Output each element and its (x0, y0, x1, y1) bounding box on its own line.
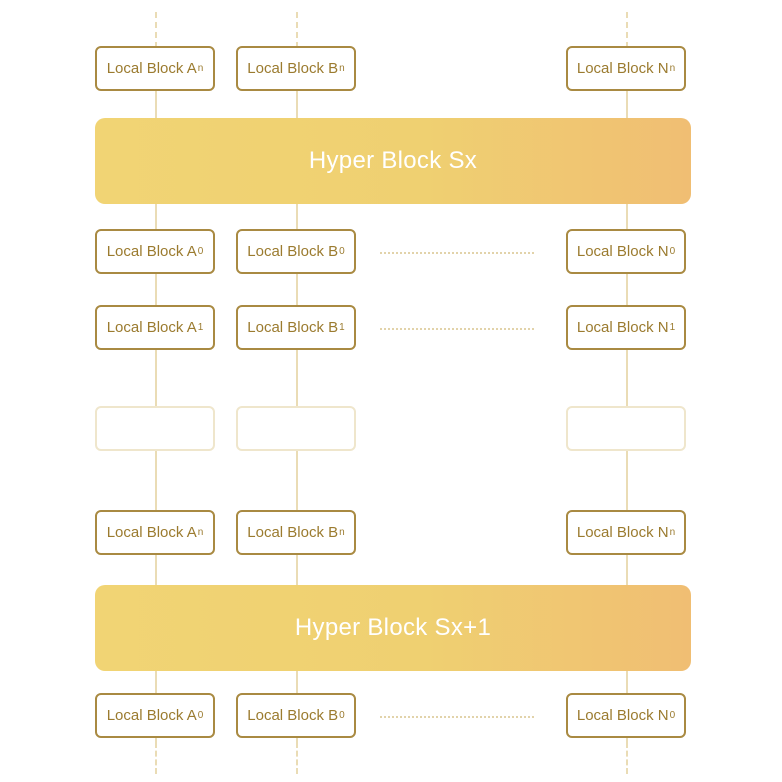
column-n-bottom-dashed-line (626, 742, 628, 774)
placeholder-block-a (95, 406, 215, 451)
block-label: Local Block N (576, 60, 669, 77)
block-label: Local Block A (106, 60, 197, 77)
block-label: Local Block B (247, 319, 339, 336)
block-label: Local Block A (106, 707, 197, 724)
block-subscript: 0 (669, 710, 676, 721)
block-subscript: n (669, 527, 676, 538)
placeholder-block-b (236, 406, 356, 451)
block-subscript: 0 (197, 246, 204, 257)
column-a-top-dashed-line (155, 12, 157, 48)
hyper-block-sx-plus-1-label: Hyper Block Sx+1 (294, 614, 492, 641)
hyper-block-sx: Hyper Block Sx (95, 118, 691, 204)
block-label: Local Block N (576, 524, 669, 541)
block-subscript: 1 (197, 322, 204, 333)
block-subscript: 0 (197, 710, 204, 721)
block-subscript: n (669, 63, 676, 74)
block-label: Local Block A (106, 319, 197, 336)
column-n-top-dashed-line (626, 12, 628, 48)
block-label: Local Block A (106, 524, 197, 541)
column-a-bottom-dashed-line (155, 742, 157, 774)
block-label: Local Block B (247, 60, 339, 77)
column-b-bottom-dashed-line (296, 742, 298, 774)
block-label: Local Block N (576, 707, 669, 724)
block-subscript: n (339, 63, 345, 74)
block-subscript: n (339, 527, 345, 538)
row-0-ellipsis-line (380, 252, 534, 254)
hyper-block-sx-label: Hyper Block Sx (308, 147, 478, 174)
column-n-line (626, 48, 628, 742)
block-subscript: 0 (339, 246, 345, 257)
placeholder-block-n (566, 406, 686, 451)
row-1-ellipsis-line (380, 328, 534, 330)
block-subscript: 1 (669, 322, 676, 333)
block-subscript: 1 (339, 322, 345, 333)
block-subscript: n (197, 527, 204, 538)
column-b-top-dashed-line (296, 12, 298, 48)
block-label: Local Block B (247, 707, 339, 724)
block-subscript: 0 (339, 710, 345, 721)
block-label: Local Block N (576, 243, 669, 260)
block-subscript: n (197, 63, 204, 74)
block-label: Local Block N (576, 319, 669, 336)
column-b-line (296, 48, 298, 742)
row-bottom-ellipsis-line (380, 716, 534, 718)
block-subscript: 0 (669, 246, 676, 257)
block-label: Local Block B (247, 524, 339, 541)
column-a-line (155, 48, 157, 742)
block-label: Local Block A (106, 243, 197, 260)
hyper-block-sx-plus-1: Hyper Block Sx+1 (95, 585, 691, 671)
block-label: Local Block B (247, 243, 339, 260)
